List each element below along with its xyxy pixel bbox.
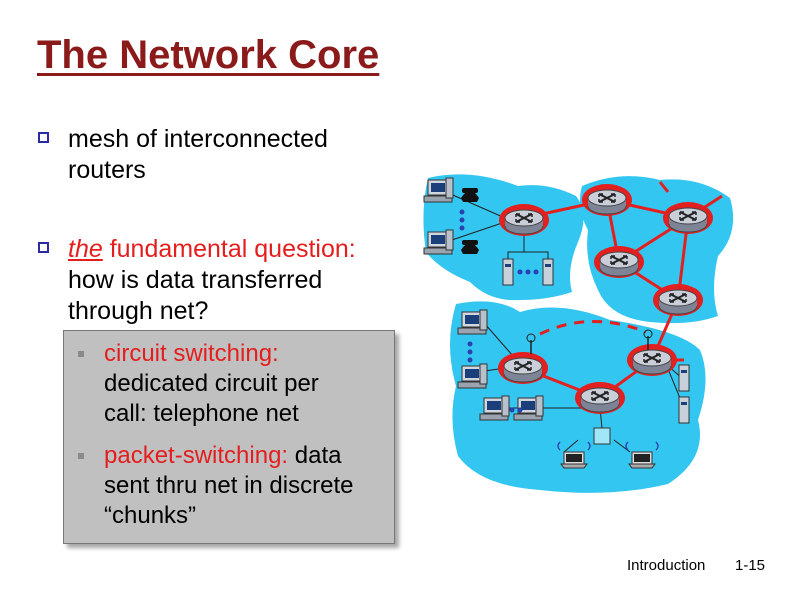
sub-bullet-square-icon (78, 453, 84, 459)
footer-section: Introduction (627, 557, 706, 574)
footer-page-number: 1-15 (735, 557, 766, 574)
ellipsis-dots (517, 269, 539, 275)
circuit-switching-label: circuit switching: (104, 340, 279, 367)
desktop-pc-icon (513, 395, 544, 421)
packet-switching-data: data (288, 442, 342, 469)
question-text: fundamental question: (102, 235, 356, 263)
server-icon (542, 258, 554, 286)
desktop-pc-icon (423, 177, 454, 203)
bullet-line: how is data transferred (68, 266, 323, 294)
desktop-pc-icon (479, 395, 510, 421)
sub-bullet-text: circuit switching: dedicated circuit per… (104, 339, 319, 429)
bullet-line: the fundamental question: (68, 234, 356, 265)
server-icon (502, 258, 514, 286)
bullet-line: mesh of interconnected (68, 125, 328, 153)
desktop-pc-icon (457, 363, 488, 389)
sub-bullet-line: call: telephone net (104, 400, 299, 427)
server-icon (678, 364, 690, 392)
router-icon (503, 357, 543, 383)
slide-title: The Network Core (37, 33, 380, 77)
bullet-line: routers (68, 156, 146, 184)
antenna-icon (643, 329, 653, 350)
ellipsis-dots (509, 407, 523, 413)
antenna-icon (526, 333, 536, 354)
sub-bullet-text: packet-switching: data sent thru net in … (104, 441, 353, 531)
sub-bullet-line: sent thru net in discrete (104, 472, 354, 499)
wireless-signal-icon (557, 441, 659, 451)
bullet-square-icon (38, 242, 49, 253)
switching-types-box: circuit switching: dedicated circuit per… (63, 330, 395, 544)
bullet-text: mesh of interconnected routers (68, 124, 328, 186)
sub-bullet-line: “chunks” (104, 502, 197, 529)
emphasis-the: the (68, 235, 103, 263)
router-icon (580, 387, 620, 413)
router-icon (632, 349, 672, 375)
sub-bullet-line: dedicated circuit per (104, 370, 319, 397)
telephone-icon (461, 188, 479, 202)
dashed-link (539, 320, 647, 336)
laptop-icon (560, 451, 588, 469)
ellipsis-dots (459, 209, 465, 231)
desktop-pc-icon (457, 309, 488, 335)
router-icon (504, 209, 544, 235)
ellipsis-dots (467, 341, 473, 363)
sub-bullet-line: packet-switching: data (104, 441, 353, 471)
sub-bullet-square-icon (78, 351, 84, 357)
laptop-icon (628, 451, 656, 469)
router-icon (668, 207, 708, 233)
router-icon (658, 289, 698, 315)
server-icon (678, 396, 690, 424)
bullet-square-icon (38, 132, 49, 143)
packet-switching-label: packet-switching: (104, 442, 289, 469)
router-icon (599, 251, 639, 277)
bullet-text: the fundamental question: how is data tr… (68, 234, 356, 327)
telephone-icon (461, 240, 479, 254)
desktop-pc-icon (423, 229, 454, 255)
bullet-line: through net? (68, 297, 209, 325)
router-icon (587, 189, 627, 215)
